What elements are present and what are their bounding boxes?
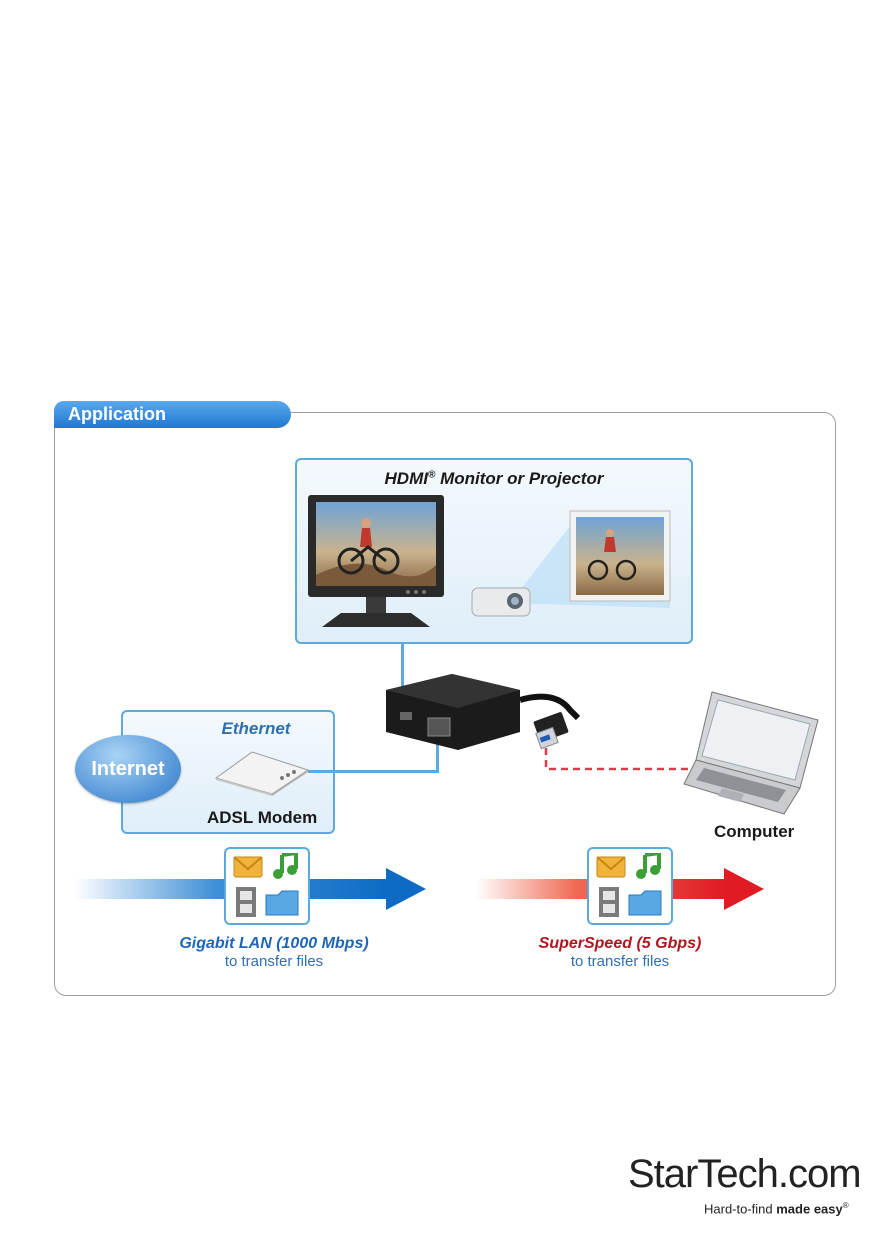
startech-logo: StarTech.com Hard-to-find made easy® (628, 1152, 858, 1222)
superspeed-caption: SuperSpeed (5 Gbps) to transfer files (470, 935, 770, 970)
file-types-icon (232, 853, 302, 919)
tagline-regular: Hard-to-find (704, 1201, 776, 1216)
computer-label: Computer (714, 822, 794, 842)
modem-icon (212, 748, 312, 796)
gigabit-title: Gigabit LAN (1000 Mbps) (124, 935, 424, 953)
file-types-icon (595, 853, 665, 919)
gigabit-subtitle: to transfer files (225, 953, 323, 970)
ethernet-cable-line (308, 770, 439, 773)
internet-cloud: Internet (75, 735, 181, 803)
modem-label: ADSL Modem (207, 808, 317, 828)
logo-wordmark: StarTech.com (628, 1152, 861, 1197)
section-title: Application (54, 401, 291, 428)
logo-tagline: Hard-to-find made easy® (704, 1201, 849, 1216)
hdmi-title-rest: Monitor or Projector (435, 469, 603, 488)
superspeed-subtitle: to transfer files (571, 953, 669, 970)
laptop-icon (682, 688, 822, 818)
usb-adapter-icon (380, 670, 600, 760)
monitor-icon (306, 495, 446, 631)
hdmi-title: HDMI® Monitor or Projector (295, 469, 693, 489)
gigabit-caption: Gigabit LAN (1000 Mbps) to transfer file… (124, 935, 424, 970)
superspeed-title: SuperSpeed (5 Gbps) (470, 935, 770, 953)
ethernet-label: Ethernet (121, 719, 391, 739)
hdmi-title-main: HDMI (385, 469, 428, 488)
projector-icon (470, 508, 675, 620)
tagline-bold: made easy (776, 1201, 843, 1216)
tagline-mark: ® (843, 1201, 849, 1210)
